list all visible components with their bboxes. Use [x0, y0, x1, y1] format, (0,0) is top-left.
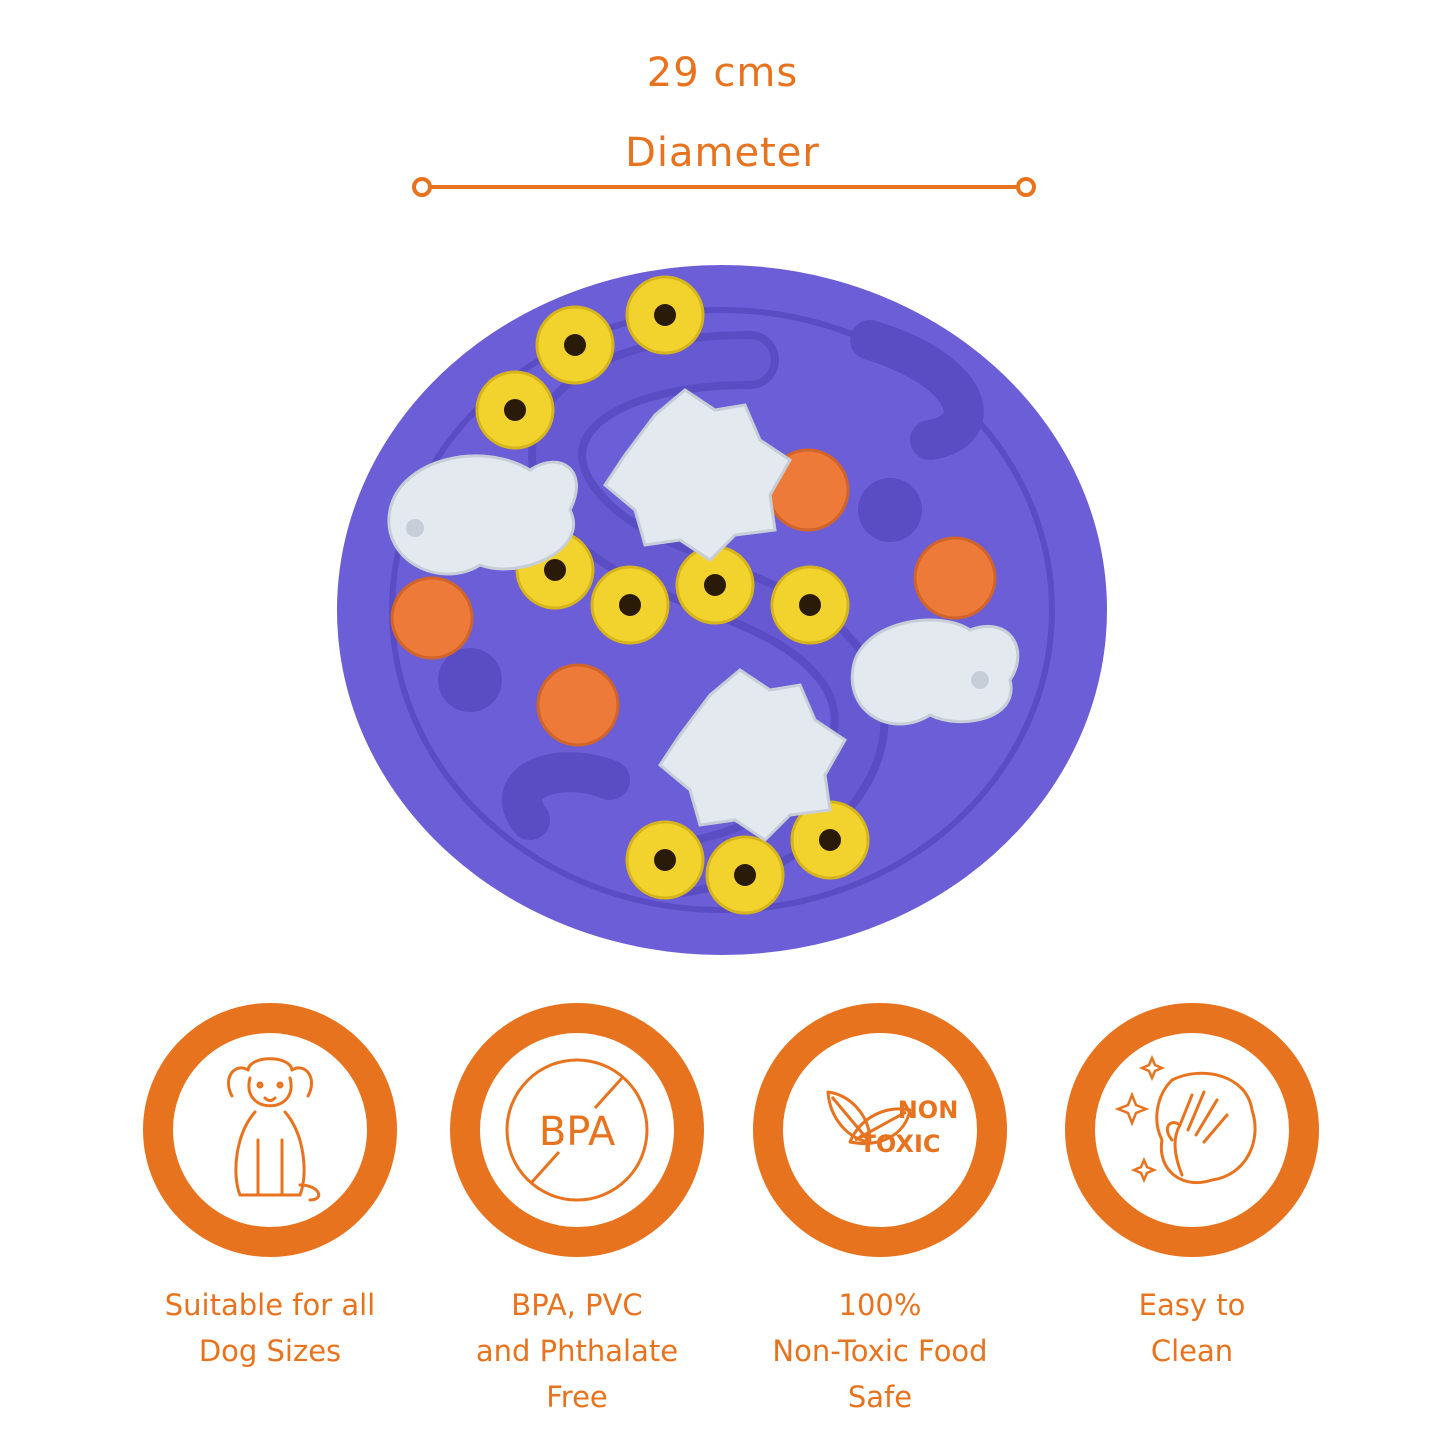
svg-text:NON: NON — [898, 1096, 959, 1124]
sparkle-icon — [1114, 1054, 1166, 1184]
feature-caption: BPA, PVC and Phthalate Free — [475, 1288, 679, 1414]
svg-text:TOXIC: TOXIC — [860, 1130, 941, 1158]
diameter-label: Diameter — [625, 130, 820, 176]
feature-easy-clean: Easy to Clean — [1042, 1000, 1342, 1374]
diameter-value: 29 cms — [646, 50, 799, 96]
dog-icon — [226, 1057, 321, 1202]
diameter-measure-line — [412, 177, 1036, 197]
feature-dog-sizes: Suitable for all Dog Sizes — [120, 1000, 420, 1374]
puzzle-toy-image — [337, 265, 1107, 955]
feature-bpa-free: BPA BPA, PVC and Phthalate Free — [427, 1000, 727, 1420]
bpa-free-icon: BPA — [505, 1058, 649, 1202]
svg-text:BPA: BPA — [539, 1109, 616, 1155]
non-toxic-badge: NON TOXIC — [753, 1003, 1007, 1257]
hand-wipe-icon — [1155, 1071, 1257, 1185]
feature-caption: Suitable for all Dog Sizes — [164, 1288, 376, 1368]
easy-clean-badge — [1065, 1003, 1319, 1257]
feature-caption: 100% Non-Toxic Food Safe — [772, 1288, 988, 1414]
leaf-icon — [826, 1090, 912, 1145]
bpa-badge: BPA — [450, 1003, 704, 1257]
dog-badge — [143, 1003, 397, 1257]
feature-caption: Easy to Clean — [1138, 1288, 1246, 1368]
feature-non-toxic: NON TOXIC 100% Non-Toxic Food Safe — [730, 1000, 1030, 1420]
